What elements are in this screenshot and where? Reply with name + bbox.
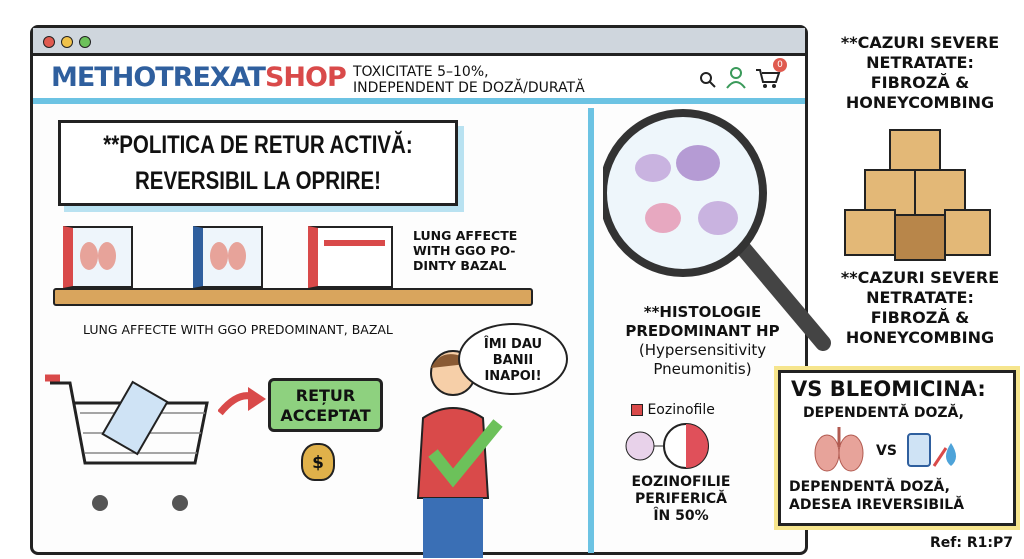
severe-line: HONEYCOMBING xyxy=(845,93,995,112)
shop-header: METHOTREXATSHOP TOXICITATE 5–10%,INDEPEN… xyxy=(33,56,805,104)
histology-line: Pneumonitis) xyxy=(653,360,752,378)
user-icon[interactable] xyxy=(725,66,747,90)
tagline-line: INDEPENDENT DE DOZĂ/DURATĂ xyxy=(353,80,585,96)
magnifying-glass-illustration xyxy=(603,109,831,351)
return-policy-title: **POLITICA DE RETUR ACTIVĂ: REVERSIBIL LA… xyxy=(58,120,458,206)
footer-line: DEPENDENTĂ DOZĂ, xyxy=(789,479,950,495)
maximize-dot[interactable] xyxy=(79,36,91,48)
footer-line: ADESEA IREVERSIBILĂ xyxy=(789,497,965,513)
lungs-icon xyxy=(80,242,116,270)
speech-line: BANII xyxy=(492,353,534,368)
shelf xyxy=(53,288,533,306)
vs-label: VS xyxy=(876,443,897,459)
shelf-caption: LUNG AFFECTE WITH GGO PREDOMINANT, BAZAL xyxy=(83,322,393,337)
arrow-right-icon xyxy=(218,387,266,416)
lung-product-box[interactable] xyxy=(193,226,263,288)
cart-badge: 0 xyxy=(773,58,787,72)
lungs-icon xyxy=(210,242,246,270)
lungs-icon xyxy=(814,427,864,472)
lung-product-box[interactable] xyxy=(63,226,133,288)
severe-line: FIBROZĂ & xyxy=(870,308,970,327)
button-line: ACCEPTAT xyxy=(280,406,371,425)
title-line: **POLITICA DE RETUR ACTIVĂ: xyxy=(103,131,413,159)
eos-line: EOZINOFILIE xyxy=(631,474,731,490)
cart-icon[interactable] xyxy=(755,66,781,90)
eosinophil-pie-icon xyxy=(625,423,709,469)
logo-main: METHOTREXAT xyxy=(51,62,266,93)
money-bag-icon: $ xyxy=(301,443,335,481)
shopping-cart-icon xyxy=(45,374,209,511)
legend-eosinophils: Eozinofile xyxy=(631,402,715,418)
severe-line: HONEYCOMBING xyxy=(845,328,995,347)
button-line: REȚUR xyxy=(295,386,356,405)
drug-vial-icon xyxy=(907,433,956,467)
bleomycin-comparison-box: VS BLEOMICINA: DEPENDENTĂ DOZĂ, VS DEPEN… xyxy=(778,370,1016,526)
panel-divider xyxy=(588,108,594,553)
close-dot[interactable] xyxy=(43,36,55,48)
product-box[interactable] xyxy=(308,226,393,288)
histology-line: **HISTOLOGIE xyxy=(643,303,762,321)
histology-line: PREDOMINANT HP xyxy=(625,322,780,340)
minimize-dot[interactable] xyxy=(61,36,73,48)
severe-line: NETRATATE: xyxy=(866,288,974,307)
histology-line: (Hypersensitivity xyxy=(638,341,767,359)
shop-logo[interactable]: METHOTREXATSHOP xyxy=(51,62,347,93)
stacked-boxes-illustration xyxy=(844,129,991,261)
title-bar xyxy=(33,28,805,56)
comparison-subtitle: DEPENDENTĂ DOZĂ, xyxy=(803,405,964,421)
legend-swatch xyxy=(631,404,643,416)
speech-line: ÎMI DAU xyxy=(483,337,543,352)
comparison-footer: DEPENDENTĂ DOZĂ, ADESEA IREVERSIBILĂ xyxy=(789,478,964,514)
severe-line: **CAZURI SEVERE xyxy=(840,268,1000,287)
header-tagline: TOXICITATE 5–10%,INDEPENDENT DE DOZĂ/DUR… xyxy=(353,64,585,96)
browser-window: METHOTREXATSHOP TOXICITATE 5–10%,INDEPEN… xyxy=(30,25,831,558)
tagline-line: TOXICITATE 5–10%, xyxy=(353,64,489,80)
legend-label: Eozinofile xyxy=(647,402,715,418)
search-icon[interactable] xyxy=(698,70,718,90)
title-line: REVERSIBIL LA OPRIRE! xyxy=(134,167,382,195)
speech-line: INAPOI! xyxy=(484,369,542,384)
reference-label: Ref: R1:P7 xyxy=(930,535,1013,551)
label-line: DINTY BAZAL xyxy=(413,258,507,273)
label-line: LUNG AFFECTE xyxy=(413,228,518,243)
severe-line: **CAZURI SEVERE xyxy=(840,33,1000,52)
severe-line: FIBROZĂ & xyxy=(870,73,970,92)
label-line: WITH GGO PO- xyxy=(413,243,516,258)
eos-line: PERIFERICĂ xyxy=(634,491,728,507)
eos-line: ÎN 50% xyxy=(653,508,709,524)
logo-accent: SHOP xyxy=(264,62,347,93)
severe-line: NETRATATE: xyxy=(866,53,974,72)
comparison-title: VS BLEOMICINA: xyxy=(791,377,986,401)
